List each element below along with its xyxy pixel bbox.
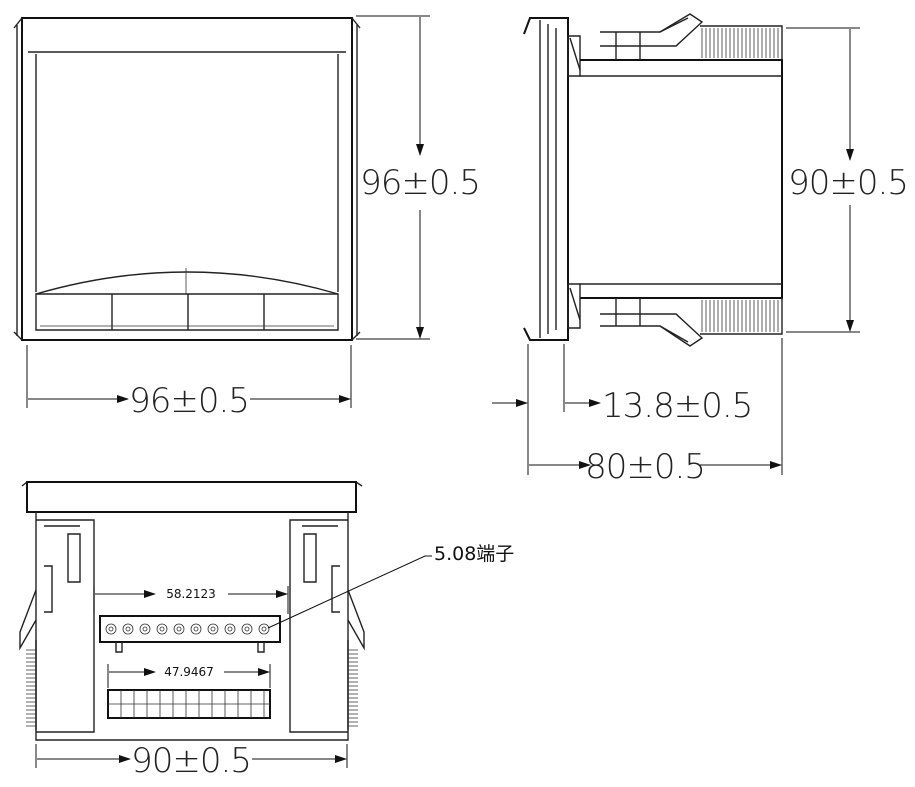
side-bezel-label: 13.8±0.5: [602, 386, 752, 426]
rear-width-label: 90±0.5: [131, 741, 251, 781]
side-depth-label: 80±0.5: [585, 447, 705, 487]
upper-terminal-dimension: 58.2123: [93, 586, 289, 614]
lower-terminal-dimension: 47.9467: [107, 664, 271, 688]
rear-view: [19, 481, 365, 741]
lower-terminal-label: 47.9467: [164, 665, 214, 679]
side-height-label: 90±0.5: [788, 163, 908, 203]
terminal-note-label: 5.08端子: [434, 543, 514, 565]
upper-terminal-label: 58.2123: [166, 587, 216, 601]
side-view: [523, 13, 783, 347]
side-bezel-dimension: 13.8±0.5: [492, 344, 753, 475]
front-height-dimension: 96±0.5: [356, 15, 481, 340]
terminal-callout: 5.08端子: [267, 543, 514, 629]
side-height-dimension: 90±0.5: [786, 27, 909, 333]
front-width-dimension: 96±0.5: [26, 345, 352, 421]
front-width-label: 96±0.5: [129, 381, 249, 421]
side-depth-dimension: 80±0.5: [529, 338, 783, 487]
rear-width-dimension: 90±0.5: [35, 741, 348, 781]
front-view: [13, 17, 361, 341]
front-height-label: 96±0.5: [360, 163, 480, 203]
